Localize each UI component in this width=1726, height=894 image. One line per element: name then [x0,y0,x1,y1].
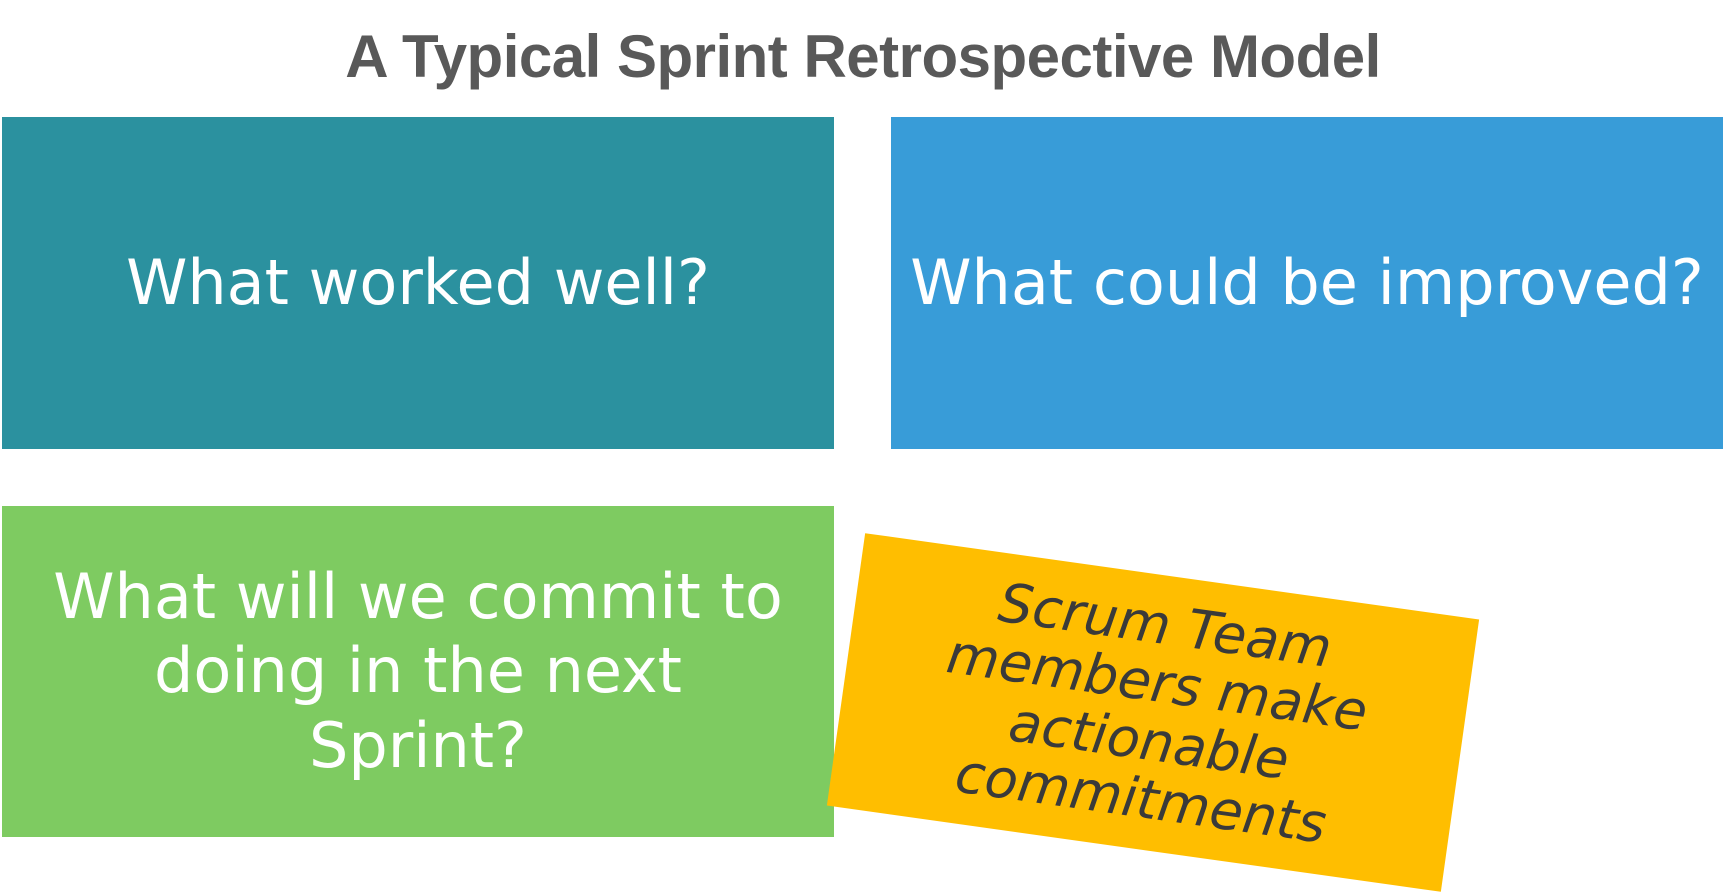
what-could-be-improved-label: What could be improved? [910,245,1704,319]
sticky-note: Scrum Team members make actionable commi… [826,533,1480,892]
what-worked-well-box: What worked well? [2,117,834,449]
what-worked-well-label: What worked well? [126,245,710,319]
page-title: A Typical Sprint Retrospective Model [345,23,1381,90]
what-could-be-improved-box: What could be improved? [891,117,1723,449]
what-will-we-commit-label: What will we commit to doing in the next… [53,559,783,782]
sticky-note-text: Scrum Team members make actionable commi… [943,570,1372,856]
what-will-we-commit-box: What will we commit to doing in the next… [2,506,834,837]
